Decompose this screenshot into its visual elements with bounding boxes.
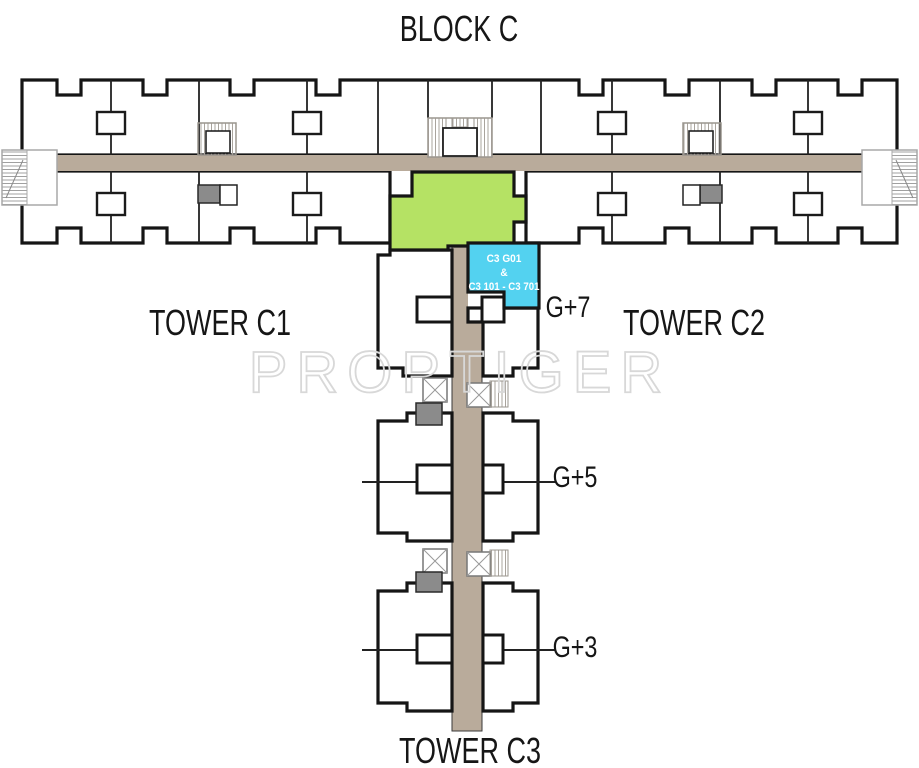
unit-a-right bbox=[466, 306, 540, 378]
block-title: BLOCK C bbox=[400, 8, 518, 49]
bottom-left-units-outline bbox=[20, 169, 392, 245]
unit-c-right bbox=[481, 581, 540, 713]
tower-c1-label: TOWER C1 bbox=[149, 302, 291, 343]
stair-core-center bbox=[427, 117, 493, 158]
stair-core-left-wing bbox=[197, 122, 238, 206]
tower-mid-walls bbox=[362, 481, 556, 651]
tower-c2-label: TOWER C2 bbox=[623, 302, 765, 343]
floor-count-g5: G+5 bbox=[553, 460, 598, 493]
unit-label-line1: C3 G01 bbox=[487, 253, 522, 265]
stairwell-right-end bbox=[861, 149, 918, 206]
service-box-dark bbox=[197, 184, 221, 204]
service-box-dark bbox=[699, 184, 723, 204]
unit-green-highlight[interactable] bbox=[388, 170, 528, 252]
block-outline-group bbox=[20, 78, 899, 245]
tower-c3-label: TOWER C3 bbox=[399, 730, 541, 768]
floor-count-g7: G+7 bbox=[546, 290, 591, 323]
stairwell-left-end bbox=[1, 149, 58, 206]
stairs-icon bbox=[1, 149, 28, 206]
floor-count-g3: G+3 bbox=[553, 630, 598, 663]
unit-cyan-shape[interactable] bbox=[466, 241, 541, 310]
stairs-icon bbox=[489, 380, 509, 408]
unit-b-right bbox=[481, 411, 540, 543]
corridor-vertical bbox=[452, 246, 482, 731]
stairs-icon bbox=[891, 149, 918, 206]
service-box-dark bbox=[415, 402, 443, 426]
corridor-horizontal bbox=[27, 155, 893, 171]
lift-core-2 bbox=[415, 548, 509, 593]
unit-c-left bbox=[376, 581, 454, 713]
bottom-right-units-outline bbox=[524, 169, 899, 245]
watermark: PROPTIGER bbox=[249, 340, 672, 405]
stair-core-right-wing bbox=[682, 122, 723, 206]
lift-core-1 bbox=[415, 377, 509, 426]
unit-b-left bbox=[376, 411, 454, 543]
unit-label-line3: C3 101 - C3 701 bbox=[468, 282, 539, 294]
tower-c3-units bbox=[376, 248, 540, 713]
stairs-icon bbox=[489, 549, 509, 577]
unit-cyan-highlight[interactable]: C3 G01 & C3 101 - C3 701 bbox=[466, 241, 541, 310]
shaft-rooms bbox=[95, 110, 824, 217]
unit-a-left bbox=[376, 248, 454, 378]
unit-label-line2: & bbox=[500, 267, 508, 279]
tower-bridge-rooms bbox=[415, 295, 506, 665]
service-box-dark bbox=[415, 571, 443, 593]
